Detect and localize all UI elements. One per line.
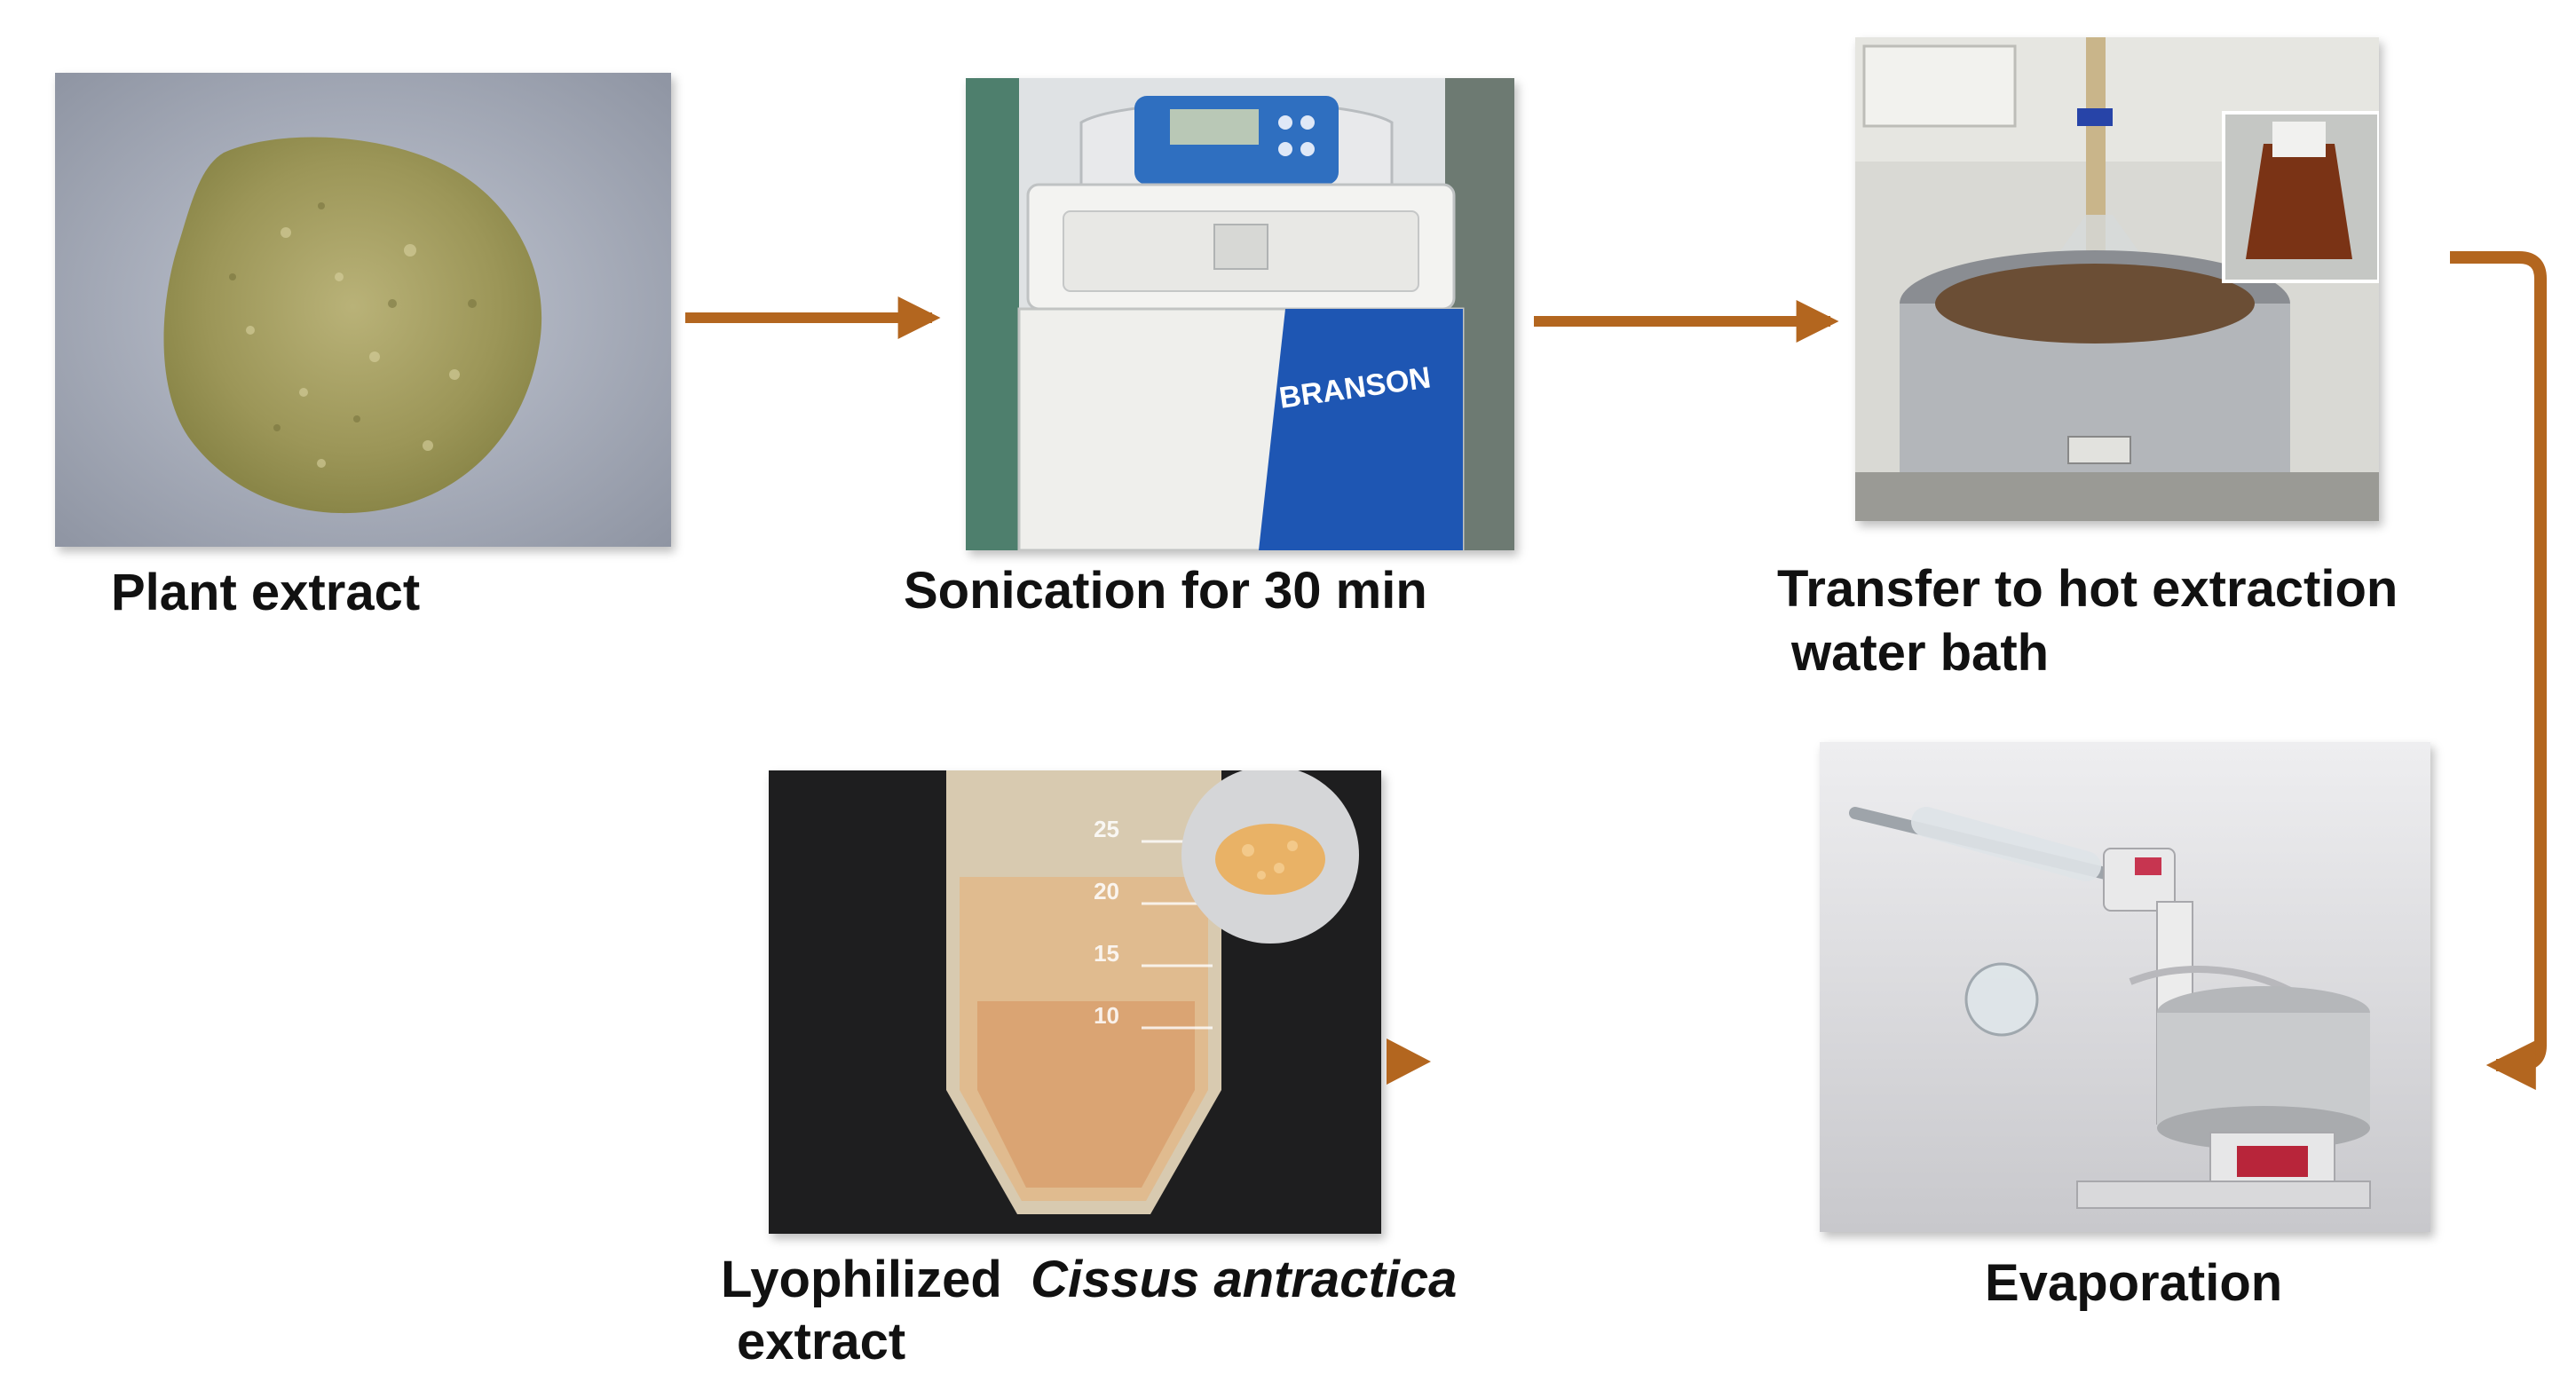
sonicator-photo: BRANSON — [966, 78, 1514, 550]
tube-mark-25: 25 — [1094, 816, 1119, 842]
arrow-evaporation-to-lyophilized — [1387, 1038, 1431, 1085]
lyophilized-caption-line2: extract — [737, 1313, 906, 1370]
transfer-caption-line1: Transfer to hot extraction — [1777, 560, 2398, 618]
lyophilized-caption-part1: Lyophilized — [721, 1251, 1002, 1308]
sonication-caption: Sonication for 30 min — [904, 562, 1427, 620]
plant-extract-photo — [55, 73, 671, 547]
species-name-caption: Cissus antractica — [1031, 1251, 1458, 1308]
plant-extract-caption: Plant extract — [111, 564, 421, 621]
evaporator-photo — [1820, 742, 2430, 1232]
tube-mark-20: 20 — [1094, 878, 1119, 904]
lyophilized-tube-photo: 25 20 15 10 — [769, 770, 1381, 1234]
hot-extraction-photo — [1855, 37, 2379, 521]
transfer-caption-line2: water bath — [1791, 624, 2050, 682]
lyophilized-caption-line1: Lyophilized Cissus antractica — [721, 1248, 1457, 1312]
tube-mark-10: 10 — [1094, 1002, 1119, 1029]
evaporation-caption: Evaporation — [1985, 1254, 2283, 1312]
tube-mark-15: 15 — [1094, 940, 1119, 967]
arrow-transfer-to-evaporation — [2450, 251, 2547, 1090]
